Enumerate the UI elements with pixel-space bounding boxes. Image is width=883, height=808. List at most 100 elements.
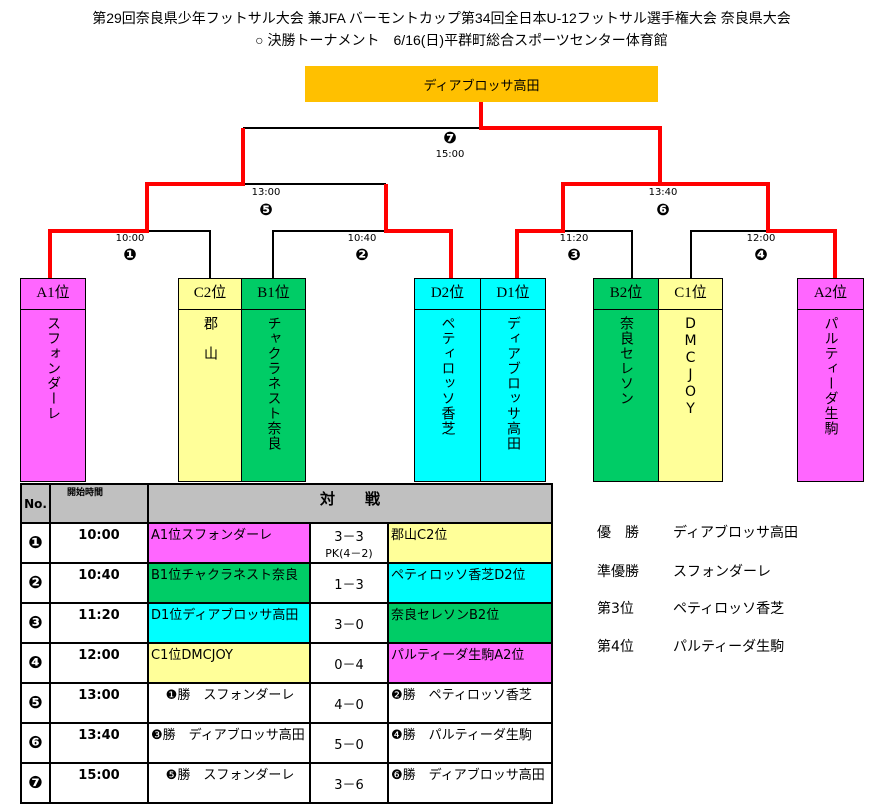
rank-4-team: パルティーダ生駒 [673,639,785,655]
team-box-a2: A2位パルティーダ生駒 [797,278,864,482]
match-no: ❺ [20,682,51,724]
team-seed: A1位 [21,279,85,310]
team-seed: D2位 [415,279,480,310]
team-name: 奈良セレソン [618,316,634,406]
winner-path-m4 [660,182,837,278]
team-box-d1: D1位ディアブロッサ高田 [480,278,546,482]
team-name: チャクラネスト奈良 [265,316,282,451]
match-no: ❷ [20,562,51,604]
page-subtitle: ○ 決勝トーナメント 6/16(日)平群町総合スポーツセンター体育館 [255,32,668,48]
m4-line-black [690,230,768,278]
match-time: 10:40 [49,562,149,604]
match-time: 13:00 [49,682,149,724]
m1-line-black [147,230,211,278]
match-4-time: 12:00 [746,233,776,244]
right-team: 郡山C2位 [387,522,553,564]
rank-1-team: ディアブロッサ高田 [673,525,799,541]
winner-path-m6 [515,182,660,278]
match-no: ❼ [20,762,51,804]
match-1-time: 10:00 [115,233,145,244]
left-team: A1位スフォンダーレ [147,522,311,564]
match-score: 3－0 [309,602,389,644]
match-no: ❶ [20,522,51,564]
match-score: 3－6 [309,762,389,804]
winner-path-final [479,102,662,184]
match-4-number: ❹ [754,245,768,264]
match-7-time: 15:00 [435,149,465,160]
team-seed: B2位 [594,279,658,310]
match-6-time: 13:40 [648,187,678,198]
table-row: ❷ 10:40 B1位チャクラネスト奈良 1－3 ペティロッソ香芝D2位 [20,562,553,604]
winner-path-m2 [384,184,453,278]
team-box-a1: A1位スフォンダーレ [20,278,86,482]
left-team: ❸勝 ディアブロッサ高田 [147,722,311,764]
team-name: 郡 山 [202,316,218,361]
page-title: 第29回奈良県少年フットサル大会 兼JFA バーモントカップ第34回全日本U-1… [92,10,791,26]
team-name: DMCJOY [682,316,699,418]
rank-2-label: 準優勝 [597,564,639,580]
match-time: 10:00 [49,522,149,564]
match-3-time: 11:20 [559,233,589,244]
rank-1-label: 優 勝 [597,525,639,541]
pk-score: PK(4－2) [325,546,373,560]
match-7-number: ❼ [443,128,457,147]
right-team: ❻勝 ディアブロッサ高田 [387,762,553,804]
match-time: 15:00 [49,762,149,804]
rank-2-team: スフォンダーレ [673,564,771,580]
team-box-d2: D2位ペティロッソ香芝 [414,278,481,482]
right-team: ❷勝 ペティロッソ香芝 [387,682,553,724]
team-name: パルティーダ生駒 [822,316,839,436]
team-seed: B1位 [242,279,305,310]
team-name: ペティロッソ香芝 [439,316,456,436]
match-score: 4－0 [309,682,389,724]
match-5-time: 13:00 [251,187,281,198]
match-2-time: 10:40 [347,233,377,244]
header-match: 対 戦 [147,483,553,524]
team-seed: C2位 [179,279,241,310]
team-box-c1: C1位 DMCJOY [658,278,723,482]
match-6-number: ❻ [656,200,670,219]
right-team: ペティロッソ香芝D2位 [387,562,553,604]
match-no: ❹ [20,642,51,684]
left-team: B1位チャクラネスト奈良 [147,562,311,604]
left-team: ❺勝 スフォンダーレ [147,762,311,804]
table-row: ❺ 13:00 ❶勝 スフォンダーレ 4－0 ❷勝 ペティロッソ香芝 [20,682,553,724]
match-5-number: ❺ [259,200,273,219]
left-team: ❶勝 スフォンダーレ [147,682,311,724]
match-no: ❸ [20,602,51,644]
team-seed: C1位 [659,279,722,310]
rank-3-team: ペティロッソ香芝 [673,601,785,617]
match-time: 11:20 [49,602,149,644]
right-team: 奈良セレソンB2位 [387,602,553,644]
rank-4-label: 第4位 [597,639,634,655]
match-score: 5－0 [309,722,389,764]
match-no: ❻ [20,722,51,764]
m2-line-black [272,230,386,278]
header-time: 開始時間 [49,483,149,524]
team-seed: D1位 [481,279,545,310]
champion-box: ディアブロッサ高田 [305,66,658,102]
rank-3-label: 第3位 [597,601,634,617]
score: 3－3 [334,529,364,545]
table-row: ❸ 11:20 D1位ディアブロッサ高田 3－0 奈良セレソンB2位 [20,602,553,644]
team-name: ディアブロッサ高田 [505,316,521,451]
match-score: 1－3 [309,562,389,604]
match-3-number: ❸ [567,245,581,264]
left-team: C1位DMCJOY [147,642,311,684]
match-time: 13:40 [49,722,149,764]
bracket-lines [48,102,837,278]
winner-path-m5 [48,128,245,278]
team-box-b1: B1位チャクラネスト奈良 [241,278,306,482]
table-header: No. 開始時間 対 戦 [20,483,553,524]
match-score: 0－4 [309,642,389,684]
table-row: ❻ 13:40 ❸勝 ディアブロッサ高田 5－0 ❹勝 パルティーダ生駒 [20,722,553,764]
header-no: No. [20,483,51,524]
m3-line-black [563,230,633,278]
table-row: ❹ 12:00 C1位DMCJOY 0－4 パルティーダ生駒A2位 [20,642,553,684]
team-seed: A2位 [798,279,863,310]
right-team: パルティーダ生駒A2位 [387,642,553,684]
left-team: D1位ディアブロッサ高田 [147,602,311,644]
